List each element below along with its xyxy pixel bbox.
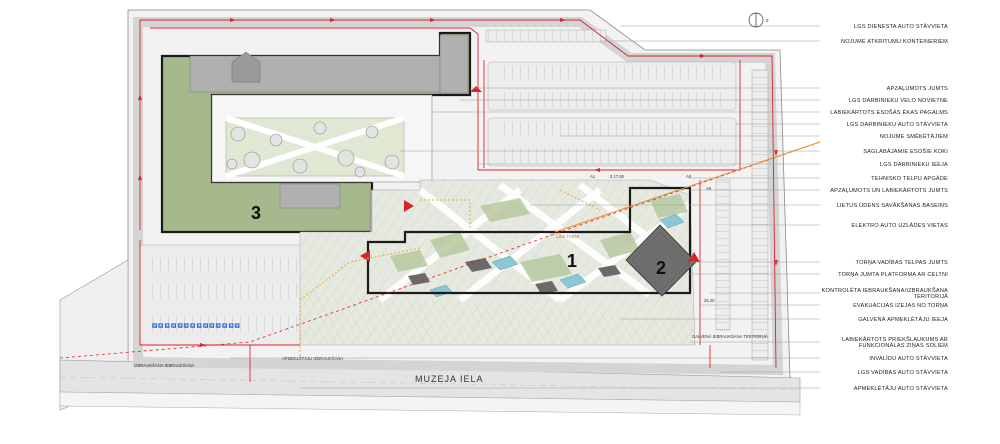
- legend: LGS DIENESTA AUTO STĀVVIETA NOJUME ATKRIT…: [230, 23, 948, 392]
- legend-item-3: LGS DARBINIEKU VELO NOVIETNE: [849, 98, 948, 104]
- existing-building-green-roof: [160, 31, 472, 239]
- legend-item-13: TORŅA VADĪBAS TELPAS JUMTS: [856, 259, 949, 266]
- legend-item-4: LABIEKĀRTOTS ESOŠĀS ĒKAS PAGALMS: [830, 109, 948, 116]
- label-a5: A5: [686, 174, 692, 179]
- legend-item-12: ELEKTRO AUTO UZLĀDES VIETAS: [851, 222, 948, 229]
- parking-strip-east: [715, 69, 769, 361]
- legend-item-21: APMEKLĒTĀJU AUTO STĀVVIETA: [854, 385, 948, 392]
- svg-text:♿ ♿ ♿ ♿ ♿ ♿ ♿ ♿ ♿ ♿ ♿ ♿ ♿ ♿: ♿ ♿ ♿ ♿ ♿ ♿ ♿ ♿ ♿ ♿ ♿ ♿ ♿ ♿: [152, 323, 240, 328]
- parking-service-top: [485, 29, 607, 43]
- legend-item-2: APZAĻUMOTS JUMTS: [887, 86, 948, 92]
- zone-3-number: 3: [251, 203, 261, 223]
- legend-item-16: EVAKUĀCIJAS IZEJAS NO TORŅA: [853, 302, 948, 309]
- north-arrow: Z: [748, 12, 769, 28]
- orange-access-line: [554, 141, 821, 233]
- legend-item-5: LGS DARBINIEKU AUTO STĀVVIETA: [847, 121, 948, 128]
- label-a6: A6: [706, 186, 712, 191]
- parking-lot-visitors: [139, 244, 303, 346]
- label-elevation-2: 25.20: [704, 298, 715, 303]
- accessible-parking-icons: ♿ ♿ ♿ ♿ ♿ ♿ ♿ ♿ ♿ ♿ ♿ ♿ ♿ ♿: [152, 323, 240, 328]
- legend-item-0: LGS DIENESTA AUTO STĀVVIETA: [854, 23, 948, 30]
- landscaped-roof-tiles: [390, 194, 688, 282]
- existing-trees: [226, 121, 400, 178]
- label-orange-note: LĪDZ TORNI: [556, 234, 579, 239]
- label-a1: A1: [590, 174, 596, 179]
- street-name: MUZEJA IELA: [415, 374, 484, 384]
- route-arrows: [138, 18, 778, 347]
- legend-item-7: SAGLABĀJAMIE ESOŠIE KOKI: [863, 148, 948, 155]
- legend-item-9: TEHNISKO TELPU APGĀDE: [871, 175, 948, 182]
- legend-item-17: GALVENĀ APMEKLĒTĀJU IEEJA: [858, 316, 948, 323]
- label-visitor-exit: APMEKLĒTĀJU IEBRAUKŠANA: [282, 356, 343, 361]
- property-boundary: [59, 141, 821, 359]
- legend-item-19: INVALĪDU AUTO STĀVVIETA: [869, 355, 948, 362]
- label-west-exit: IZBRAUKŠANA IEBRAUKŠANA: [134, 363, 194, 368]
- rain-water-pools: [429, 213, 685, 298]
- parking-lot-staff-south: [487, 117, 737, 167]
- north-label: Z: [766, 18, 769, 23]
- legend-item-6: NOJUME SMĒĶĒTĀJIEM: [880, 133, 948, 140]
- label-main-entry: GALVENĀ IEBRAUKŠANA TERITORIJĀ: [692, 334, 768, 339]
- legend-item-20: LGS VADĪBAS AUTO STĀVVIETA: [858, 369, 948, 376]
- label-elevation-1: 3 17.60: [610, 174, 625, 179]
- legend-item-8: LGS DARBINIEKU IEEJA: [880, 162, 948, 168]
- internal-road: [133, 17, 784, 376]
- parking-lot-staff-north: [487, 61, 737, 111]
- tower: [625, 224, 697, 297]
- zone-1-number: 1: [567, 251, 577, 271]
- zone-2-number: 2: [656, 258, 666, 278]
- dark-pavers: [408, 258, 621, 294]
- legend-item-11: LIETUS ŪDENS SAVĀKŠANAS BASEINS: [837, 202, 949, 209]
- legend-item-14: TORŅA JUMTA PLATFORMA AR CELTNI: [838, 272, 948, 278]
- pedestrian-routes: [299, 189, 601, 360]
- legend-item-10: APZAĻUMOTS UN LABIEKĀRTOTS JUMTS: [830, 187, 948, 194]
- new-building-outline: [366, 186, 692, 295]
- legend-item-1: NOJUME ATKRITUMU KONTEINERIEM: [841, 39, 948, 45]
